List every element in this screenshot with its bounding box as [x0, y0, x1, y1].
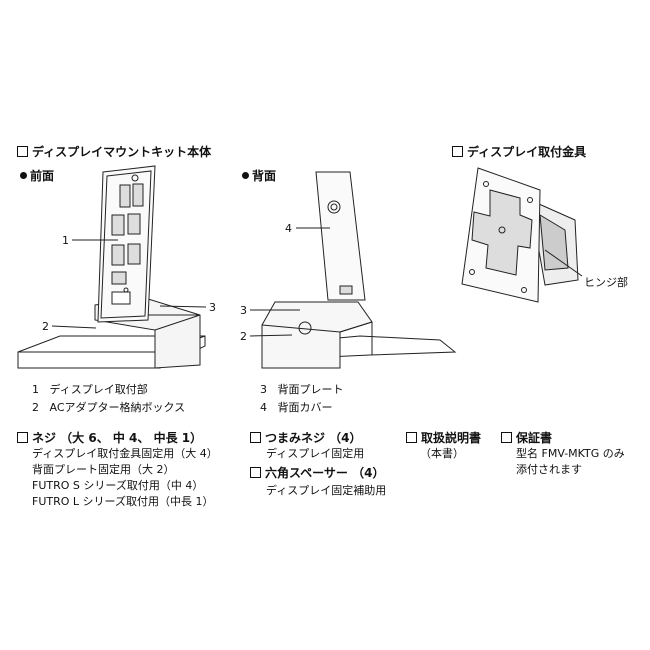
callout-1-front: 1 [62, 234, 69, 247]
screws-title: ネジ （大 6、 中 4、 中長 1） [17, 432, 202, 444]
kit-section-title: ディスプレイマウントキット本体 [17, 146, 211, 158]
callout-3-front: 3 [209, 301, 216, 314]
hex-spacer-line-1: ディスプレイ固定補助用 [266, 484, 387, 497]
checkbox-icon [452, 146, 463, 157]
screws-line-4: FUTRO L シリーズ取付用（中長 1） [32, 495, 214, 508]
front-stand-illustration [17, 165, 207, 369]
checkbox-icon [17, 432, 28, 443]
back-stand-illustration [249, 171, 457, 369]
knob-screws-title: つまみネジ （4） [250, 432, 362, 444]
front-view-label: 前面 [20, 170, 54, 182]
manual-line-1: （本書） [420, 447, 464, 460]
bracket-illustration [461, 167, 583, 303]
part-legend-1: 1 ディスプレイ取付部 [32, 383, 148, 396]
knob-screws-line-1: ディスプレイ固定用 [266, 447, 365, 460]
checkbox-icon [501, 432, 512, 443]
checkbox-icon [406, 432, 417, 443]
callout-2-front: 2 [42, 320, 49, 333]
part-legend-3: 3 背面プレート [260, 383, 344, 396]
checkbox-icon [250, 467, 261, 478]
warranty-title: 保証書 [501, 432, 552, 444]
screws-line-1: ディスプレイ取付金具固定用（大 4） [32, 447, 218, 460]
part-legend-4: 4 背面カバー [260, 401, 333, 414]
callout-2-back: 2 [240, 330, 247, 343]
checkbox-icon [250, 432, 261, 443]
bullet-icon [20, 172, 27, 179]
back-view-label: 背面 [242, 170, 276, 182]
callout-3-back: 3 [240, 304, 247, 317]
warranty-line-1: 型名 FMV-MKTG のみ [516, 447, 625, 460]
warranty-line-2: 添付されます [516, 463, 582, 476]
bullet-icon [242, 172, 249, 179]
part-legend-2: 2 ACアダプター格納ボックス [32, 401, 186, 414]
bracket-section-title: ディスプレイ取付金具 [452, 146, 586, 158]
screws-line-3: FUTRO S シリーズ取付用（中 4） [32, 479, 204, 492]
callout-4-back: 4 [285, 222, 292, 235]
screws-line-2: 背面プレート固定用（大 2） [32, 463, 175, 476]
manual-title: 取扱説明書 [406, 432, 481, 444]
hex-spacer-title: 六角スペーサー （4） [250, 467, 384, 479]
callout-hinge: ヒンジ部 [584, 275, 628, 289]
checkbox-icon [17, 146, 28, 157]
